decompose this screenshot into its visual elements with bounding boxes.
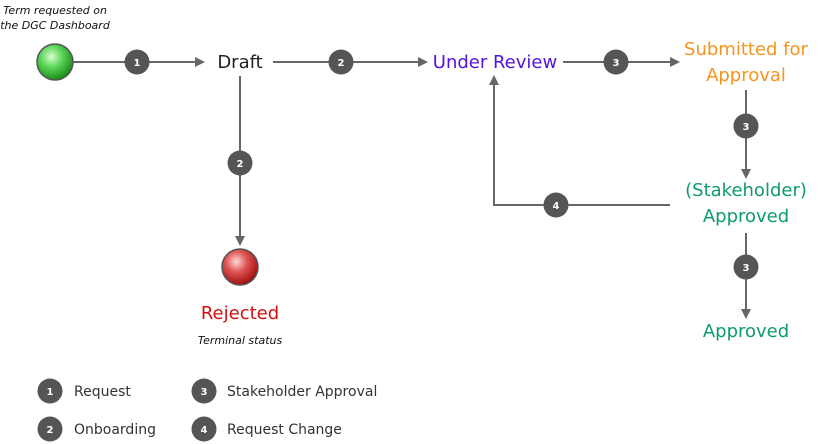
legend-number: 2 — [47, 425, 54, 436]
badge-submitted-to-stakeholder: 3 — [733, 113, 759, 139]
badge-number: 4 — [553, 201, 560, 212]
start-note-line1: Term requested on — [3, 4, 107, 17]
badge-number: 1 — [134, 58, 141, 69]
start-node — [36, 43, 74, 81]
legend-label: Request — [74, 384, 131, 400]
legend-item-onboarding: 2 Onboarding — [37, 416, 156, 442]
legend-number: 3 — [201, 387, 208, 398]
edge-stakeholder-to-review — [489, 75, 670, 206]
state-submitted-line2: Approval — [706, 65, 786, 86]
terminal-note: Terminal status — [198, 334, 283, 347]
badge-number: 3 — [743, 263, 750, 274]
badge-draft-to-rejected: 2 — [227, 150, 253, 176]
state-draft: Draft — [217, 52, 262, 73]
state-approved: Approved — [703, 321, 789, 342]
state-submitted-line1: Submitted for — [684, 39, 808, 60]
legend-item-stakeholder-approval: 3 Stakeholder Approval — [191, 378, 377, 404]
badge-number: 3 — [613, 58, 620, 69]
badge-stakeholder-to-approved: 3 — [733, 254, 759, 280]
legend-number: 4 — [201, 425, 208, 436]
badge-number: 3 — [743, 122, 750, 133]
legend-item-request-change: 4 Request Change — [191, 416, 342, 442]
badge-review-to-submitted: 3 — [603, 49, 629, 75]
end-node-rejected — [221, 248, 259, 286]
badge-start-to-draft: 1 — [124, 49, 150, 75]
start-note-line2: the DGC Dashboard — [0, 19, 111, 32]
state-stakeholder-line2: Approved — [703, 206, 789, 227]
state-stakeholder-line1: (Stakeholder) — [685, 180, 807, 201]
legend-label: Request Change — [227, 422, 342, 438]
legend-item-request: 1 Request — [37, 378, 131, 404]
legend-label: Stakeholder Approval — [227, 384, 377, 400]
badge-number: 2 — [338, 58, 345, 69]
legend-number: 1 — [47, 387, 54, 398]
legend-label: Onboarding — [74, 422, 156, 438]
legend: 1 Request 2 Onboarding 3 Stakeholder App… — [37, 378, 377, 442]
badge-stakeholder-to-review: 4 — [543, 192, 569, 218]
badge-number: 2 — [237, 159, 244, 170]
state-rejected: Rejected — [201, 303, 279, 324]
state-under-review: Under Review — [433, 52, 557, 73]
badge-draft-to-review: 2 — [328, 49, 354, 75]
